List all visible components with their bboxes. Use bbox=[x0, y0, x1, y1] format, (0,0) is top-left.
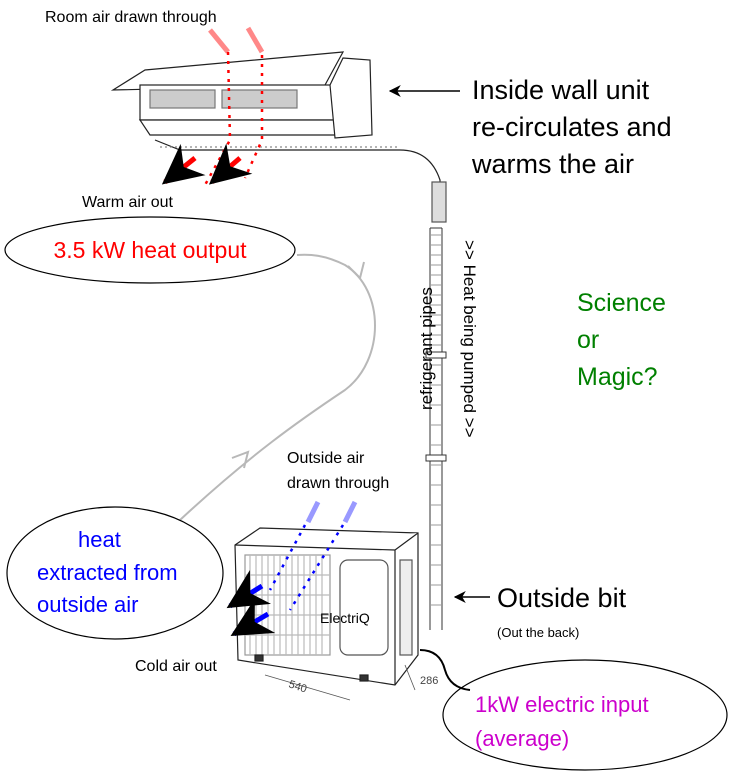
electric-input-line-1: 1kW electric input bbox=[475, 692, 649, 717]
cold-air-out-label: Cold air out bbox=[135, 658, 217, 675]
refrigerant-pipe bbox=[425, 227, 447, 630]
indoor-unit bbox=[110, 51, 447, 223]
electric-input-line-2: (average) bbox=[475, 726, 569, 751]
power-cable bbox=[419, 649, 471, 691]
heat-extracted-line-1: heat bbox=[78, 527, 121, 552]
outside-air-line-2: drawn through bbox=[287, 475, 389, 492]
heat-extracted-line-2: extracted from bbox=[37, 560, 178, 585]
inside-unit-line-3: warms the air bbox=[471, 149, 634, 179]
heat-output-label: 3.5 kW heat output bbox=[53, 237, 247, 263]
room-air-label: Room air drawn through bbox=[45, 9, 217, 26]
dimension-width: 540 bbox=[287, 678, 308, 695]
inside-unit-line-2: re-circulates and bbox=[472, 112, 672, 142]
outside-air-line-1: Outside air bbox=[287, 450, 365, 467]
heat-flow-arrowhead bbox=[231, 261, 365, 469]
outside-bit-label: Outside bit bbox=[497, 583, 627, 613]
or-line: or bbox=[577, 326, 599, 354]
electric-input-ellipse bbox=[442, 659, 728, 771]
inside-unit-line-1: Inside wall unit bbox=[472, 75, 650, 105]
heat-extracted-line-3: outside air bbox=[37, 592, 139, 617]
dimension-depth: 286 bbox=[420, 675, 438, 687]
science-line: Science bbox=[577, 289, 666, 317]
outside-air-arrows bbox=[226, 500, 358, 637]
out-the-back-label: (Out the back) bbox=[497, 625, 579, 640]
heat-extracted-ellipse bbox=[6, 506, 224, 640]
heat-pumped-label: >> Heat being pumped >> bbox=[460, 240, 479, 438]
warm-air-out-label: Warm air out bbox=[82, 194, 174, 211]
brand-label: ElectriQ bbox=[320, 610, 370, 626]
heat-output-ellipse bbox=[4, 216, 296, 284]
heat-flow-curve bbox=[179, 253, 376, 521]
refrigerant-pipes-label: refrigerant pipes bbox=[417, 287, 436, 410]
magic-line: Magic? bbox=[577, 363, 658, 391]
room-air-arrows bbox=[161, 26, 265, 186]
